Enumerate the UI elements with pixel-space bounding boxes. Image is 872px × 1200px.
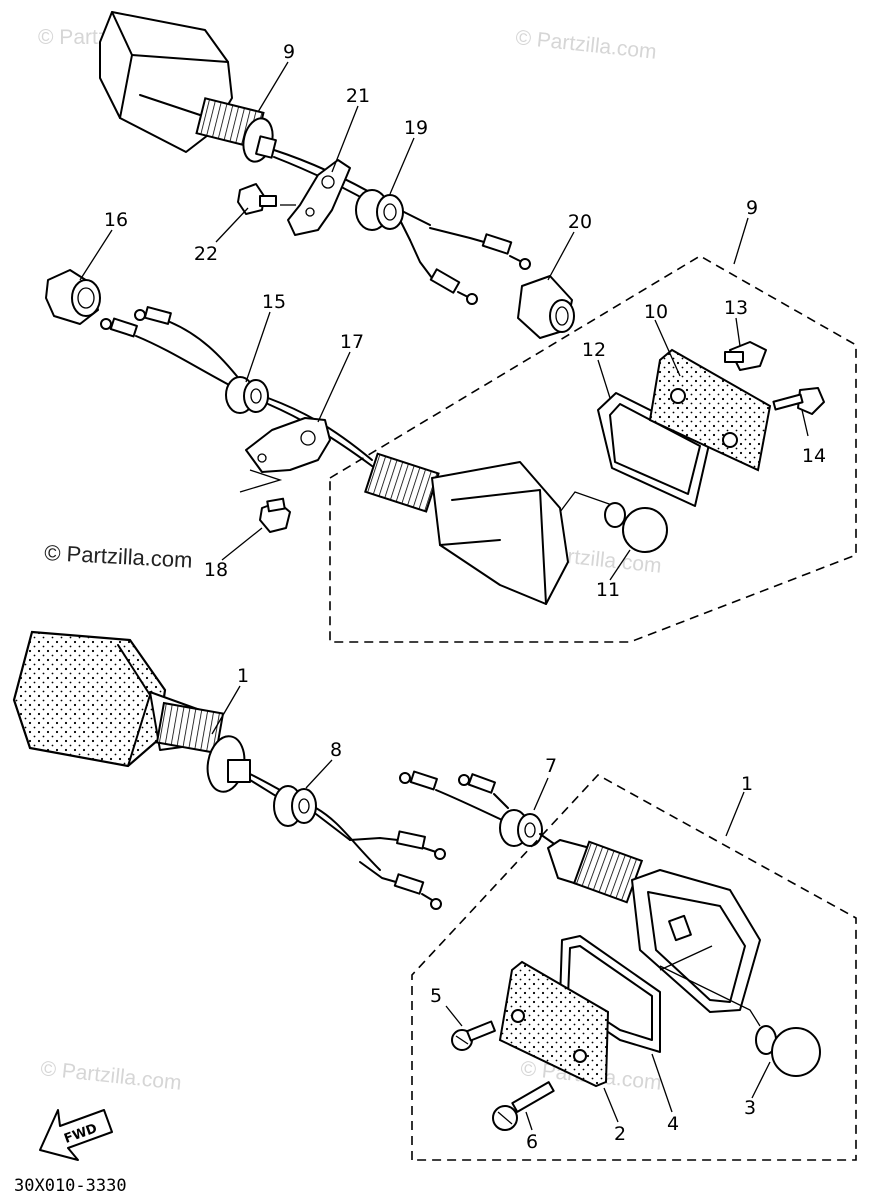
grommet-19: [355, 189, 404, 231]
callout-13: 13: [724, 297, 748, 319]
stay-17: [245, 417, 331, 473]
connector-wires-upper: [409, 227, 531, 305]
grommet-16: [45, 269, 101, 325]
screw-6: [492, 1081, 555, 1131]
screw-14: [772, 387, 825, 415]
callout-8: 8: [330, 739, 342, 761]
callout-16: 16: [104, 209, 128, 231]
forward-arrow-icon: FWD: [39, 1109, 113, 1161]
callout-1: 1: [237, 665, 249, 687]
callout-2: 2: [614, 1123, 626, 1145]
callout-20: 20: [568, 211, 592, 233]
bolt-22: [237, 183, 277, 215]
callout-1: 1: [741, 773, 753, 795]
callout-7: 7: [545, 755, 557, 777]
connector-wires-middle: [100, 306, 241, 389]
callout-17: 17: [340, 331, 364, 353]
assembly-boundary-9: [329, 255, 857, 643]
diagram-code: 30X010-3330: [14, 1176, 127, 1196]
screw-13: [724, 341, 767, 371]
grommet-20: [517, 275, 575, 339]
connector-wires-lower-right: [399, 770, 509, 821]
callout-14: 14: [802, 445, 826, 467]
grommet-7: [499, 809, 561, 849]
gasket-12: [597, 392, 711, 507]
turn-signal-1-left: [12, 630, 301, 809]
lens-2: [498, 960, 610, 1088]
partzilla-watermark: © Partzilla.com: [44, 540, 193, 573]
lens-10: [648, 348, 772, 472]
callout-11: 11: [596, 579, 620, 601]
callout-9: 9: [283, 41, 295, 63]
turn-signal-1-right: [547, 839, 761, 1013]
bulb-11: [559, 491, 668, 553]
assembly-boundary-1: [411, 773, 857, 1161]
callout-19: 19: [404, 117, 428, 139]
callout-21: 21: [346, 85, 370, 107]
watermarks: © Partzilla.com © Partzilla.com © Partzi…: [38, 26, 663, 1095]
callout-12: 12: [582, 339, 606, 361]
screw-5: [451, 1020, 496, 1051]
watermark-text: © Partzilla.com: [39, 1057, 182, 1095]
callout-4: 4: [667, 1113, 679, 1135]
connector-wires-lower-left: [349, 830, 446, 910]
callout-3: 3: [744, 1097, 756, 1119]
bulb-3: [659, 945, 821, 1077]
callout-9: 9: [746, 197, 758, 219]
leader-lines: [79, 61, 809, 1131]
callout-5: 5: [430, 985, 442, 1007]
callout-15: 15: [262, 291, 286, 313]
bolt-18: [239, 469, 291, 533]
callout-10: 10: [644, 301, 668, 323]
stay-21: [280, 159, 351, 236]
callout-18: 18: [204, 559, 228, 581]
grommet-8: [273, 785, 381, 871]
callout-22: 22: [194, 243, 218, 265]
turn-signal-9-lower: [364, 452, 569, 605]
watermark-text: © Partzilla.com: [514, 26, 657, 64]
callout-labels: 9 21 19 22 20 16 15 17 18 9 10 13 12 14 …: [104, 41, 826, 1153]
callout-6: 6: [526, 1131, 538, 1153]
